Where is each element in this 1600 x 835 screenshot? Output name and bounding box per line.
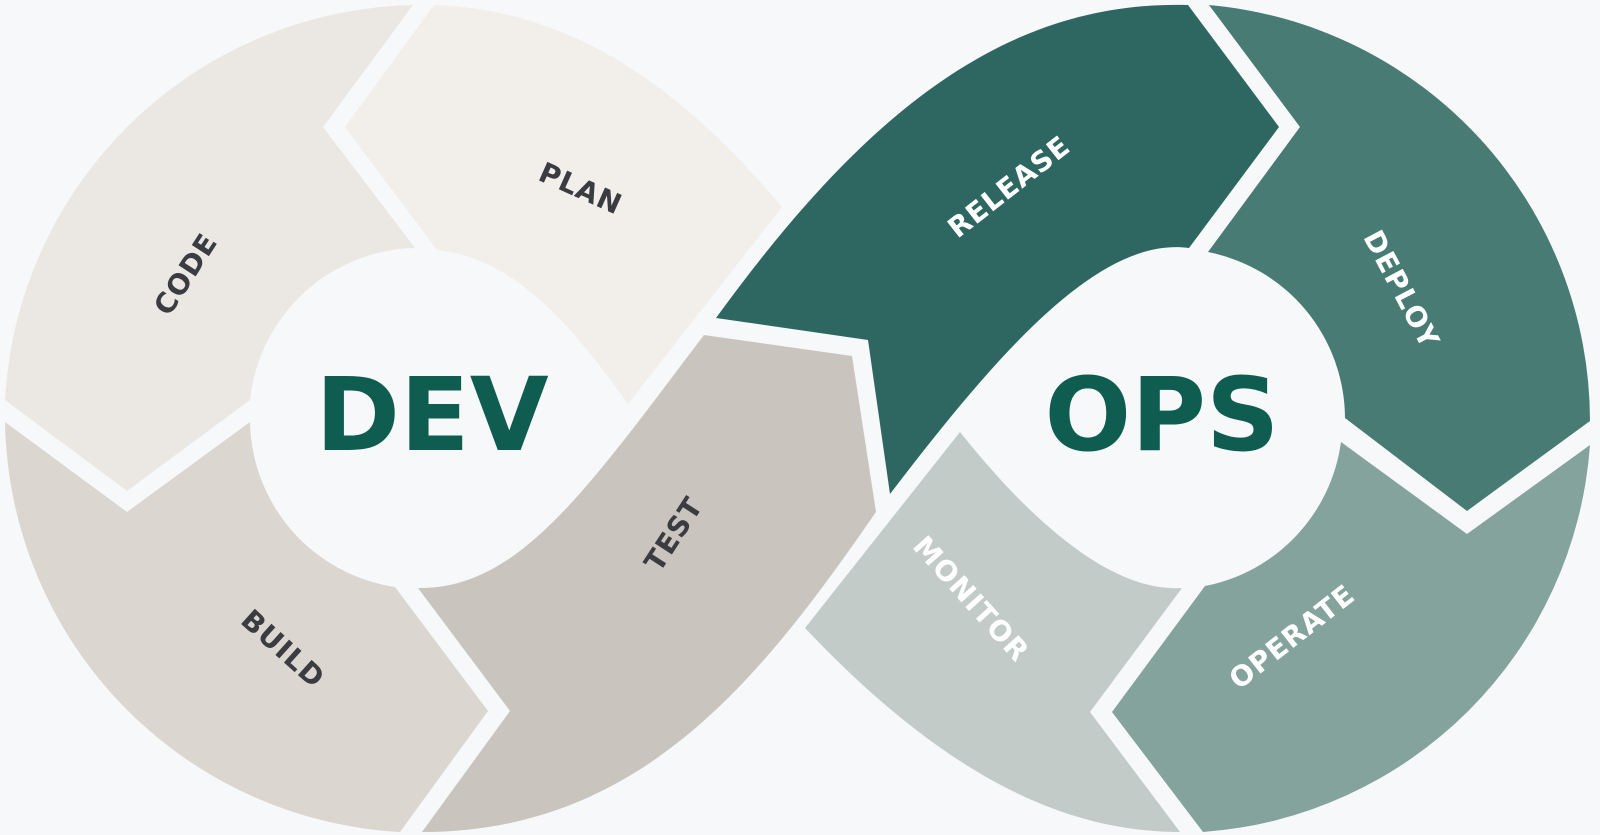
segment-plan [345,5,782,404]
hub-ops-label: OPS [1045,356,1280,475]
segment-test [418,335,876,832]
segment-release [716,4,1279,495]
segment-deploy [1208,5,1590,511]
segment-monitor [805,432,1182,832]
segment-build [5,422,488,832]
hub-dev-label: DEV [315,356,548,475]
segment-operate [1112,442,1590,832]
segment-code [5,5,415,491]
